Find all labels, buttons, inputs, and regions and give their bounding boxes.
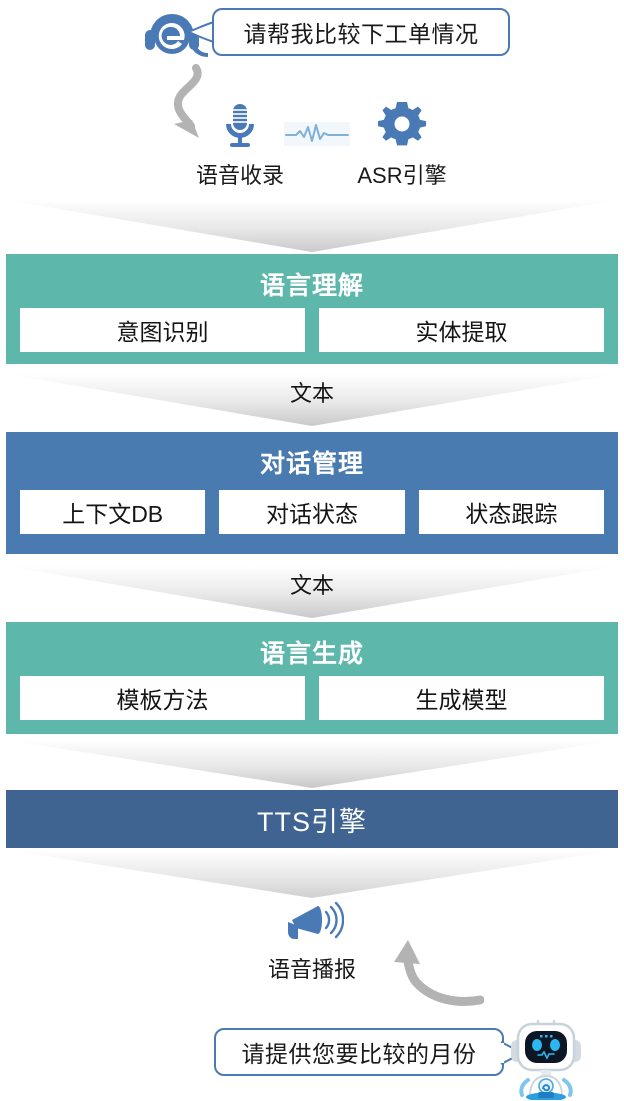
output-label: 语音播报 [267, 957, 356, 982]
bot-speech-bubble: 请提供您要比较的月份 [214, 1028, 504, 1076]
capture-label-asr: ASR引擎 [357, 163, 447, 188]
stage-nlu-boxes: 意图识别 实体提取 [20, 308, 604, 352]
stage-nlg-title: 语言生成 [259, 640, 364, 668]
nlu-box-entity[interactable]: 实体提取 [319, 308, 604, 352]
stage-dm-boxes: 上下文DB 对话状态 状态跟踪 [20, 490, 604, 534]
robot-icon [511, 1020, 581, 1100]
nlu-box-intent[interactable]: 意图识别 [20, 308, 305, 352]
headset-icon [145, 14, 208, 57]
stage-tts-title: TTS引擎 [257, 806, 367, 837]
stage-nlg: 语言生成 模板方法 生成模型 [6, 622, 618, 734]
microphone-icon [226, 104, 254, 147]
nlg-box-template[interactable]: 模板方法 [20, 676, 305, 720]
nlg-box-generative[interactable]: 生成模型 [319, 676, 604, 720]
connector-label-1: 文本 [289, 381, 334, 406]
stage-tts: TTS引擎 [6, 790, 618, 848]
user-bubble-text: 请帮我比较下工单情况 [243, 21, 479, 47]
user-speech-bubble: 请帮我比较下工单情况 [212, 8, 510, 56]
stage-dm: 对话管理 上下文DB 对话状态 状态跟踪 [6, 432, 618, 554]
dm-box-context-db[interactable]: 上下文DB [20, 490, 206, 534]
stage-nlu-title: 语言理解 [259, 272, 364, 300]
connector-nlg-to-tts [6, 738, 618, 790]
connector-dm-to-nlg: 文本 [6, 562, 618, 620]
stage-nlg-boxes: 模板方法 生成模型 [20, 676, 604, 720]
connector-tts-to-output [6, 848, 618, 900]
capture-label-voice: 语音收录 [195, 163, 284, 188]
connector-capture-to-nlu [6, 196, 618, 254]
connector-nlu-to-dm: 文本 [6, 370, 618, 428]
dm-box-dialog-state[interactable]: 对话状态 [219, 490, 405, 534]
dm-box-state-tracking[interactable]: 状态跟踪 [418, 490, 604, 534]
curved-arrow-down-icon [173, 64, 202, 138]
stage-nlu: 语言理解 意图识别 实体提取 [6, 254, 618, 364]
curved-arrow-up-icon [394, 940, 484, 1006]
megaphone-icon [288, 901, 344, 939]
gear-icon [378, 102, 426, 146]
waveform-icon [284, 122, 350, 146]
stage-dm-title: 对话管理 [259, 450, 364, 478]
bot-bubble-text: 请提供您要比较的月份 [241, 1041, 477, 1067]
connector-label-2: 文本 [289, 573, 334, 598]
